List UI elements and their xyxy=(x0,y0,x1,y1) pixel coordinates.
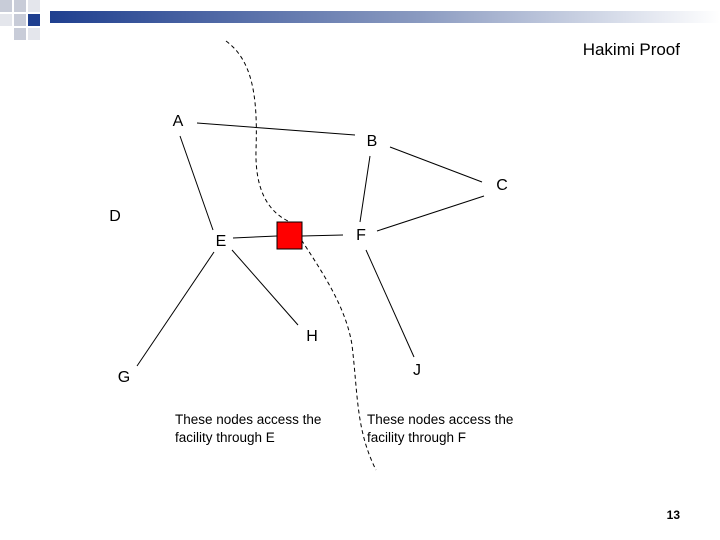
node-C: C xyxy=(496,177,508,194)
deco-square xyxy=(0,0,12,12)
deco-square xyxy=(28,14,40,26)
deco-square xyxy=(0,14,12,26)
edge-A-E xyxy=(179,135,214,231)
page-number: 13 xyxy=(666,508,680,522)
edge-A-B xyxy=(196,122,356,136)
node-G: G xyxy=(117,369,131,386)
node-E: E xyxy=(215,233,227,250)
note-left: These nodes access the facility through … xyxy=(175,412,322,445)
node-A: A xyxy=(172,113,184,130)
edge-facility-F xyxy=(301,234,344,237)
header-decoration xyxy=(0,0,720,40)
node-D: D xyxy=(109,208,121,225)
deco-square xyxy=(28,28,40,40)
note-right: These nodes access the facility through … xyxy=(367,412,514,445)
deco-square xyxy=(14,28,26,40)
deco-square xyxy=(14,0,26,12)
facility-square xyxy=(276,221,303,250)
node-J: J xyxy=(413,362,421,379)
deco-square xyxy=(14,14,26,26)
edge-B-C xyxy=(389,146,483,183)
edge-C-F xyxy=(376,195,485,232)
slide-title: Hakimi Proof xyxy=(582,40,680,59)
node-F: F xyxy=(356,227,366,244)
node-B: B xyxy=(366,133,378,150)
edge-F-J xyxy=(365,249,415,358)
edge-B-F xyxy=(359,155,371,223)
edge-E-G xyxy=(136,251,215,367)
separator-dashed-line xyxy=(225,40,377,471)
header-gradient-bar xyxy=(50,11,720,23)
edge-E-facility xyxy=(232,235,278,239)
edge-E-H xyxy=(231,249,299,326)
deco-square xyxy=(28,0,40,12)
node-H: H xyxy=(306,328,318,345)
